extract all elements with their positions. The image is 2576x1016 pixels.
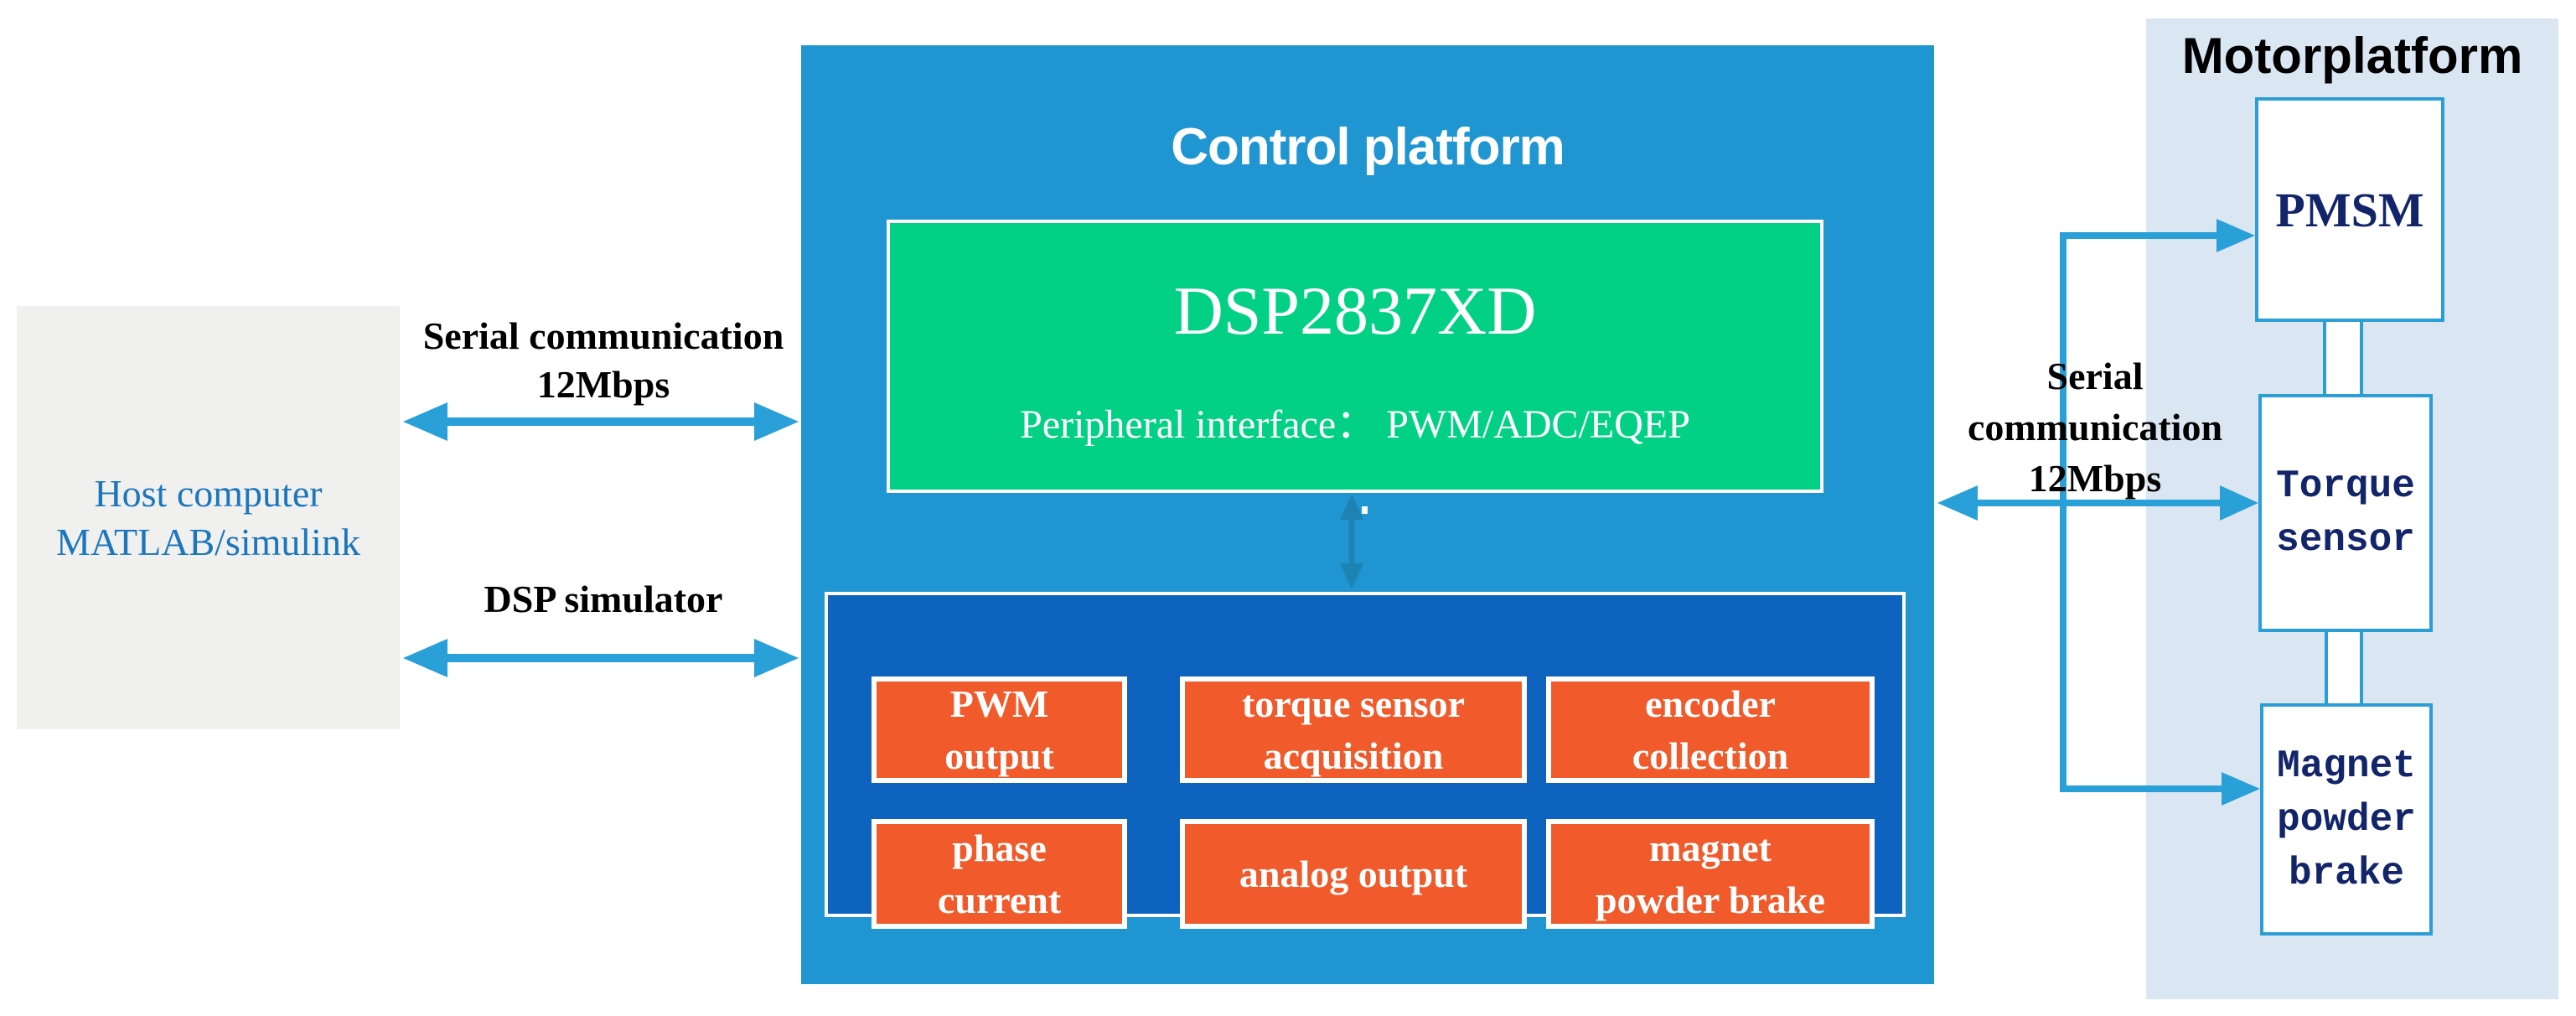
torque-sensor-label: Torque sensor bbox=[2276, 464, 2415, 562]
arrowhead-left bbox=[1937, 485, 1978, 521]
pmsm-label: PMSM bbox=[2275, 182, 2424, 237]
arrowhead-right bbox=[754, 402, 799, 441]
branch-to-brake bbox=[2060, 772, 2260, 806]
io-module-encoder-collection: encoder collection bbox=[1546, 676, 1875, 783]
arrowhead-right bbox=[754, 639, 799, 677]
motor-platform-title: Motorplatform bbox=[2181, 28, 2523, 84]
magnet-powder-brake-label: Magnet powder brake bbox=[2277, 744, 2416, 895]
control-platform-box: Control platform DSP2837XD Peripheral in… bbox=[801, 45, 1934, 984]
host-computer-box: Host computer MATLAB/simulink bbox=[17, 306, 400, 729]
serial-communication-left-label: Serial communication 12Mbps bbox=[422, 314, 784, 406]
arrowhead-right bbox=[2216, 219, 2255, 252]
serial-communication-left-arrow bbox=[403, 402, 799, 441]
io-module-pwm-output: PWM output bbox=[872, 676, 1127, 783]
motor-platform-panel: Motorplatform PMSM Torque sensor Magnet … bbox=[2146, 18, 2558, 999]
shaft-coupling-bottom bbox=[2325, 632, 2363, 703]
dsp-simulator-label: DSP simulator bbox=[484, 578, 723, 620]
shaft-coupling-top bbox=[2323, 322, 2363, 394]
host-computer-label: Host computer MATLAB/simulink bbox=[56, 471, 360, 563]
serial-communication-right-label: Serial communication 12Mbps bbox=[1967, 355, 2223, 500]
dsp-chip-box: DSP2837XD Peripheral interface： PWM/ADC/… bbox=[887, 220, 1823, 493]
branch-to-pmsm bbox=[2060, 219, 2255, 252]
io-module-phase-current: phase current bbox=[872, 819, 1127, 929]
io-module-torque-sensor-acquisition: torque sensor acquisition bbox=[1180, 676, 1527, 783]
arrowhead-right bbox=[2222, 772, 2260, 806]
arrowhead-up bbox=[1340, 494, 1363, 520]
dsp-simulator-arrow bbox=[403, 639, 799, 677]
io-modules-box: PWM output torque sensor acquisition enc… bbox=[825, 592, 1906, 929]
serial-communication-right-arrow bbox=[1937, 485, 2258, 521]
arrowhead-left bbox=[403, 639, 447, 677]
dsp-chip-name: DSP2837XD bbox=[1173, 272, 1537, 349]
io-module-magnet-powder-brake: magnet powder brake bbox=[1546, 819, 1875, 929]
peripheral-interface-label: Peripheral interface： PWM/ADC/EQEP bbox=[1020, 402, 1690, 447]
control-platform-title: Control platform bbox=[1171, 118, 1565, 176]
io-module-analog-output: analog output bbox=[1180, 819, 1527, 929]
pmsm-box: PMSM bbox=[2255, 97, 2444, 322]
arrowhead-left bbox=[403, 402, 447, 441]
cursor-dot bbox=[1362, 506, 1368, 514]
arrowhead-down bbox=[1340, 563, 1363, 589]
arrowhead-right bbox=[2220, 485, 2258, 521]
chip-to-io-arrow bbox=[1340, 494, 1368, 589]
magnet-powder-brake-box: Magnet powder brake bbox=[2260, 703, 2433, 936]
torque-sensor-box: Torque sensor bbox=[2258, 394, 2433, 632]
